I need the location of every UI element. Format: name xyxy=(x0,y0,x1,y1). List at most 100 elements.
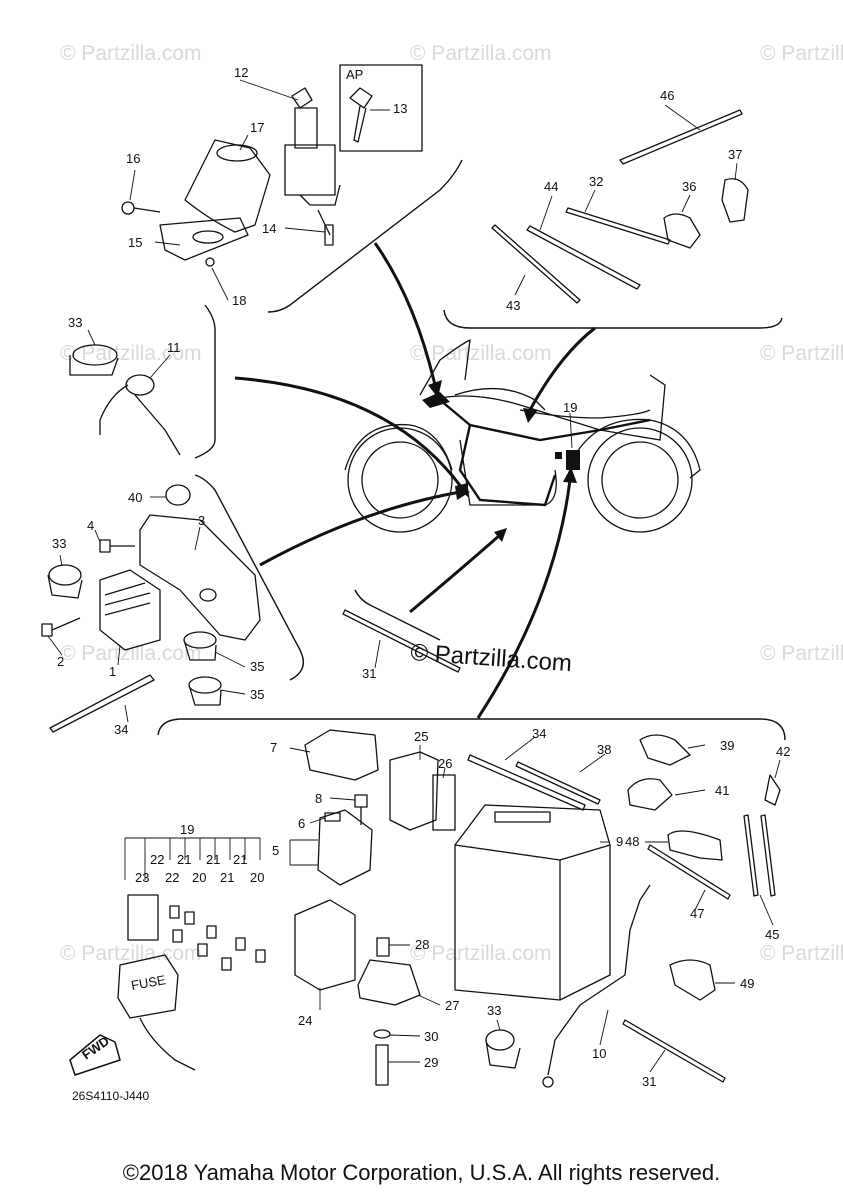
rectifier-fin xyxy=(104,602,151,616)
leader-39 xyxy=(687,744,706,749)
leader-33a xyxy=(87,329,96,346)
callout-8: 8 xyxy=(315,791,322,806)
ignition-bracket xyxy=(159,217,249,261)
starter-relay-5 xyxy=(317,809,373,886)
arrow-ignition xyxy=(373,242,437,386)
clamp-37 xyxy=(721,178,749,223)
leader-41 xyxy=(674,789,706,796)
leader-47 xyxy=(694,889,706,911)
leader-26 xyxy=(442,767,446,779)
leader-34b xyxy=(504,736,536,761)
rectifier-group-parts xyxy=(41,484,261,733)
callout-43: 43 xyxy=(506,298,520,313)
main-switch-lower xyxy=(299,184,341,206)
callout-31a: 31 xyxy=(362,666,376,681)
callout-24: 24 xyxy=(298,1013,312,1028)
ap-key-box xyxy=(339,64,423,152)
frame-battery-group xyxy=(157,718,786,741)
ignition-group-parts: AP xyxy=(121,64,423,267)
leader-15 xyxy=(154,241,181,246)
screw-18 xyxy=(205,257,215,267)
washer-30 xyxy=(373,1029,391,1039)
leader-6 xyxy=(309,817,326,824)
arrowhead xyxy=(563,467,577,483)
parts-diagram: © Partzilla.com © Partzilla.com © Partzi… xyxy=(41,42,843,1103)
fuse-21 xyxy=(206,925,217,939)
callout-5: 5 xyxy=(272,843,279,858)
headlight-junction xyxy=(422,392,450,408)
callout-40: 40 xyxy=(128,490,142,505)
callout-19b: 19 xyxy=(180,822,194,837)
callout-17: 17 xyxy=(250,120,264,135)
tank xyxy=(454,387,546,411)
clip-42 xyxy=(764,774,781,806)
copyright-notice: ©2018 Yamaha Motor Corporation, U.S.A. A… xyxy=(122,1160,721,1185)
leader-1 xyxy=(117,644,121,666)
rear-wheel xyxy=(587,427,693,533)
motorcycle-illustration xyxy=(344,339,701,533)
callout-32: 32 xyxy=(589,174,603,189)
frame-ties-group xyxy=(443,309,783,329)
frame-rectifier-group xyxy=(194,474,304,681)
bolt-2 xyxy=(41,623,53,637)
center-watermark: © Partzilla.com xyxy=(410,639,573,677)
callout-41: 41 xyxy=(715,783,729,798)
callout-28: 28 xyxy=(415,937,429,952)
leader-35b xyxy=(219,689,246,695)
callout-33b: 33 xyxy=(52,536,66,551)
leader-11 xyxy=(149,354,171,379)
callout-10: 10 xyxy=(592,1046,606,1061)
cable-tie-45b xyxy=(760,814,776,897)
ignition-cover-hole xyxy=(216,144,258,162)
ignition-cover xyxy=(184,139,271,233)
leader-27 xyxy=(417,994,441,1006)
fuse-box-lead xyxy=(139,1017,196,1071)
relay-cover-7 xyxy=(304,729,379,781)
arrow-rectifier xyxy=(259,490,461,567)
watermark: © Partzilla.com xyxy=(60,942,202,965)
leader-4 xyxy=(94,529,101,543)
cable-tie-45a xyxy=(743,814,759,897)
callout-2: 2 xyxy=(57,654,64,669)
bolt-16-shank xyxy=(133,207,161,213)
callout-35b: 35 xyxy=(250,687,264,702)
callout-22b: 22 xyxy=(165,870,179,885)
cable-tie-43 xyxy=(491,224,581,304)
watermark: © Partzilla.com xyxy=(60,642,202,665)
cable-tie-47 xyxy=(647,844,731,900)
frame-top xyxy=(429,374,666,441)
clamp-36 xyxy=(663,213,701,249)
callout-46: 46 xyxy=(660,88,674,103)
callout-3: 3 xyxy=(198,513,205,528)
callout-29: 29 xyxy=(424,1055,438,1070)
callout-35a: 35 xyxy=(250,659,264,674)
leader-34a xyxy=(124,704,129,723)
arrowhead xyxy=(455,486,470,500)
cable-tie-32 xyxy=(565,207,671,245)
leader-2 xyxy=(47,635,63,656)
wiring-harness-lower xyxy=(458,424,557,507)
sensor-11-lead xyxy=(99,384,129,435)
callout-4: 4 xyxy=(87,518,94,533)
callout-44: 44 xyxy=(544,179,558,194)
key-head-12 xyxy=(291,87,313,109)
leader-8 xyxy=(329,797,356,801)
fuse-21 xyxy=(197,943,208,957)
frame-tie-31-group xyxy=(354,589,441,641)
callout-39: 39 xyxy=(720,738,734,753)
leader-7 xyxy=(289,747,311,753)
rear-wheel-inner xyxy=(601,441,679,519)
fuse-box-label: FUSE xyxy=(130,972,167,993)
callout-18: 18 xyxy=(232,293,246,308)
callout-49: 49 xyxy=(740,976,754,991)
leader-14 xyxy=(284,227,326,233)
screw-14 xyxy=(324,224,334,246)
callout-34a: 34 xyxy=(114,722,128,737)
drawing-code: 26S4110-J440 xyxy=(72,1089,150,1103)
battery-group-parts xyxy=(294,729,781,1088)
leader-31a xyxy=(374,639,381,669)
fuse-22 xyxy=(172,929,183,943)
key-13-blade xyxy=(353,105,367,143)
callout-6: 6 xyxy=(298,816,305,831)
callout-9: 9 xyxy=(616,834,623,849)
